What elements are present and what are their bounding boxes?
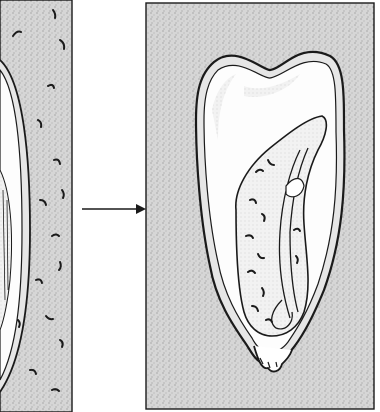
arrow-icon	[82, 204, 146, 214]
right-panel	[146, 3, 374, 409]
left-panel	[0, 0, 72, 412]
